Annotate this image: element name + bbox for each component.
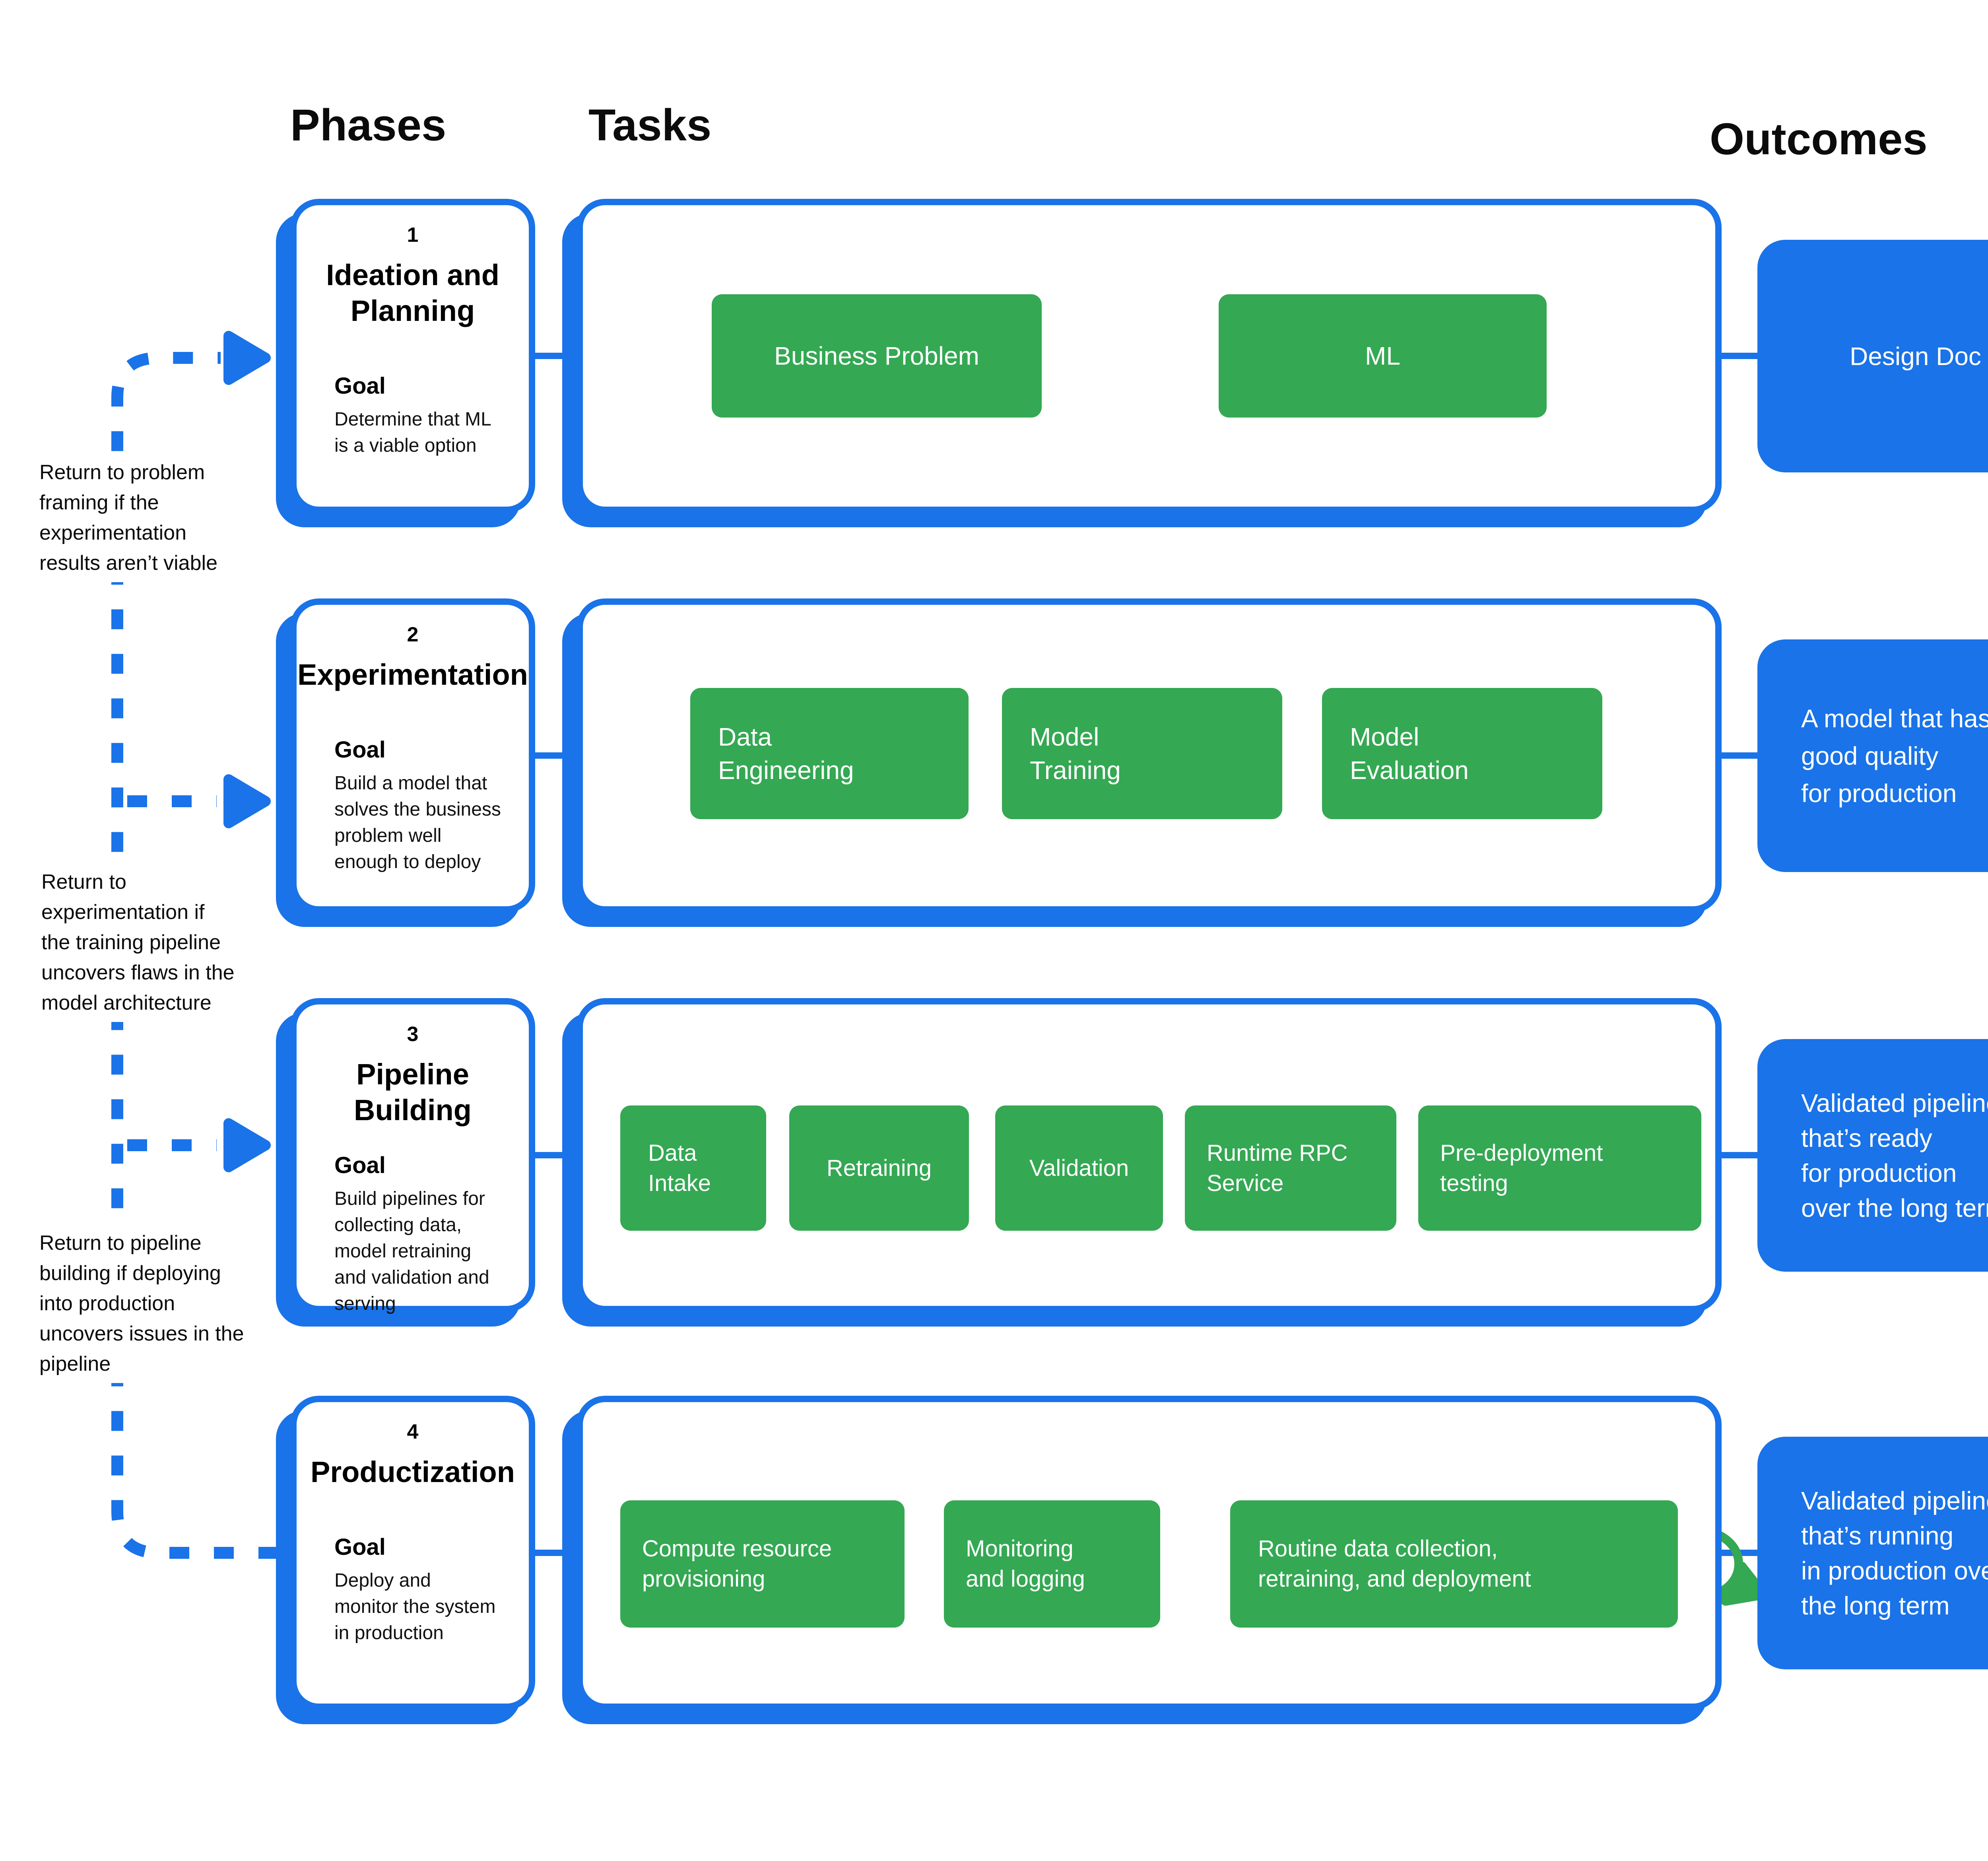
return-arrowhead-phase1 [223, 331, 271, 385]
phase-title: Experimentation [297, 658, 528, 691]
task-compute-resource-provisioning: Compute resource provisioning [620, 1500, 905, 1628]
task-monitoring-and-logging: Monitoring and logging [944, 1500, 1160, 1628]
task-label: Retraining [826, 1155, 932, 1181]
task-label: Data Intake [648, 1140, 711, 1196]
outcome-label: Design Doc [1850, 342, 1981, 371]
phase-box-ideation: 1 Ideation and Planning Goal Determine t… [290, 199, 535, 513]
annotation-return-to-experimentation: Return to experimentation if the trainin… [36, 863, 240, 1022]
task-label: Compute resource provisioning [642, 1536, 832, 1592]
task-label: Monitoring and logging [966, 1536, 1085, 1592]
goal-text: Build pipelines for collecting data, mod… [334, 1188, 489, 1314]
outcomes-column-header: Outcomes [1710, 114, 1928, 164]
return-arrowhead-phase3 [223, 1118, 271, 1172]
phase-number: 1 [407, 223, 419, 247]
outcome-label: Validated pipeline that’s ready for prod… [1801, 1088, 1988, 1222]
phase-number: 2 [407, 623, 419, 646]
phase-box-productization: 4 Productization Goal Deploy and monitor… [290, 1396, 535, 1710]
goal-label: Goal [334, 1152, 386, 1178]
phase-box-pipeline-building: 3 Pipeline Building Goal Build pipelines… [290, 998, 535, 1314]
goal-label: Goal [334, 737, 386, 763]
phase-box-experimentation: 2 Experimentation Goal Build a model tha… [290, 598, 535, 913]
task-routine-data-collection: Routine data collection, retraining, and… [1230, 1500, 1678, 1628]
task-label: ML [1365, 342, 1400, 370]
phases-column-header: Phases [290, 100, 447, 150]
outcome-validated-pipeline-running: Validated pipeline that’s running in pro… [1757, 1437, 1988, 1669]
task-pre-deployment-testing: Pre-deployment testing [1418, 1105, 1701, 1231]
task-label: Data Engineering [718, 723, 854, 785]
task-model-evaluation: Model Evaluation [1322, 688, 1602, 819]
task-data-intake: Data Intake [620, 1105, 766, 1231]
task-label: Runtime RPC Service [1207, 1140, 1348, 1196]
outcome-good-model: A model that has good quality for produc… [1757, 639, 1988, 872]
task-label: Business Problem [774, 342, 979, 370]
goal-text: Build a model that solves the business p… [334, 773, 501, 872]
task-ml: ML [1219, 294, 1547, 418]
annotation-return-to-pipeline-building: Return to pipeline building if deploying… [34, 1224, 250, 1383]
task-data-engineering: Data Engineering [690, 688, 969, 819]
task-label: Pre-deployment testing [1440, 1140, 1603, 1196]
tasks-column-header: Tasks [588, 100, 712, 150]
phase-title: Ideation and Planning [326, 258, 499, 327]
phase-number: 4 [407, 1420, 419, 1443]
outcome-design-doc: Design Doc [1757, 240, 1988, 472]
loop-arrowhead-right-row4 [1720, 1562, 1768, 1606]
task-label: Model Evaluation [1350, 723, 1469, 785]
phase-title: Pipeline Building [354, 1058, 472, 1127]
task-label: Routine data collection, retraining, and… [1258, 1536, 1531, 1592]
task-business-problem: Business Problem [712, 294, 1042, 418]
phase-title: Productization [311, 1455, 515, 1488]
return-arrowhead-phase2 [223, 774, 271, 828]
goal-text: Deploy and monitor the system in product… [334, 1570, 496, 1643]
goal-text: Determine that ML is a viable option [334, 409, 491, 456]
outcome-label: A model that has good quality for produc… [1801, 704, 1988, 808]
task-runtime-rpc-service: Runtime RPC Service [1185, 1105, 1396, 1231]
goal-label: Goal [334, 1534, 386, 1560]
task-label: Model Training [1030, 723, 1121, 785]
outcome-validated-pipeline-ready: Validated pipeline that’s ready for prod… [1757, 1039, 1988, 1272]
task-validation: Validation [995, 1105, 1163, 1231]
goal-label: Goal [334, 373, 386, 399]
task-label: Validation [1029, 1155, 1129, 1181]
solid-blue-connectors [525, 353, 1773, 1556]
phase-number: 3 [407, 1023, 419, 1046]
left-return-path [111, 352, 278, 1559]
task-retraining: Retraining [789, 1105, 969, 1231]
task-model-training: Model Training [1002, 688, 1282, 819]
outcome-label: Validated pipeline that’s running in pro… [1801, 1486, 1988, 1620]
annotation-return-to-problem-framing: Return to problem framing if the experim… [34, 453, 223, 582]
